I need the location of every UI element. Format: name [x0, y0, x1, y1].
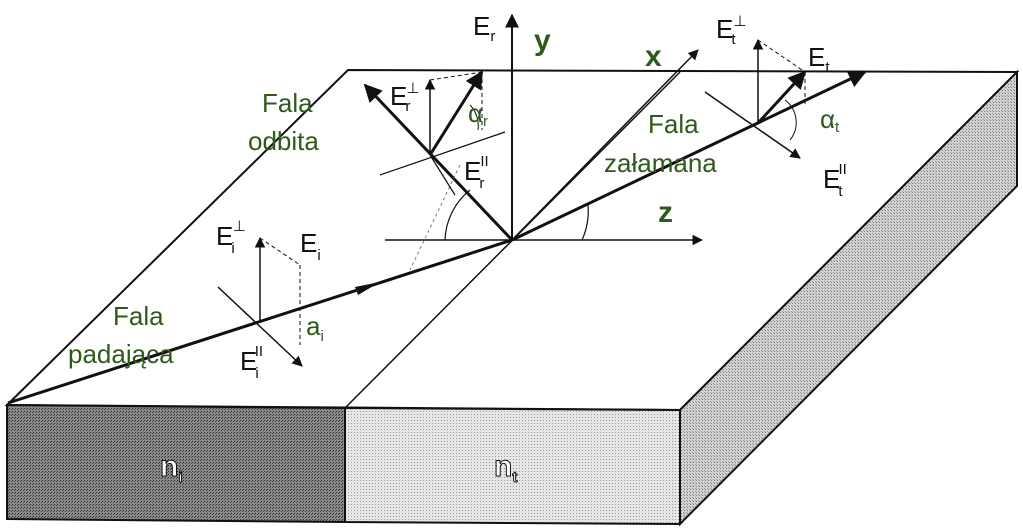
label-fala-zalamana-1: Fala: [648, 109, 699, 139]
axis-label-x: x: [645, 40, 662, 73]
alpha-t-arc: [784, 99, 797, 141]
label-n-t: nt: [494, 450, 517, 486]
label-E-r-perp: Er⊥: [390, 80, 419, 115]
reflected-plane-line: [379, 131, 506, 176]
label-E-i-par: EiII: [240, 343, 263, 382]
label-E-i-perp: Ei⊥: [216, 218, 246, 257]
alpha-r-arc: [469, 104, 479, 131]
label-fala-zalamana-2: załamana: [604, 148, 717, 178]
label-alpha-r: αr: [468, 98, 488, 130]
angle-arc-incident: [444, 189, 471, 241]
label-E-i: Ei: [300, 228, 321, 264]
label-a-i: ai: [306, 311, 324, 345]
axis-label-y: y: [534, 24, 551, 57]
medium-t-front-face: [344, 406, 681, 526]
label-alpha-t: αt: [820, 104, 840, 136]
reflected-ray: [363, 83, 514, 242]
E-r-dashed-top: [429, 71, 483, 81]
label-fala-padajaca-2: padająca: [68, 339, 174, 369]
label-E-t: Et: [808, 42, 830, 76]
E-r-par-vector: [429, 154, 456, 196]
E-t-par-vector: [704, 91, 801, 159]
E-t-vector: [756, 70, 807, 125]
label-E-r: Er: [473, 11, 495, 45]
label-fala-padajaca-1: Fala: [113, 301, 164, 331]
label-E-t-par: EtII: [823, 161, 847, 200]
label-fala-odbita-1: Fala: [262, 88, 313, 118]
axis-label-z: z: [658, 196, 673, 229]
label-E-t-perp: Et⊥: [716, 13, 747, 48]
E-t-dashed-top: [757, 39, 806, 73]
angle-arc-refracted: [581, 204, 589, 241]
E-r-vector: [428, 70, 484, 156]
slab-right-face: [679, 69, 1018, 527]
E-i-dashed-top: [259, 237, 301, 266]
label-E-r-par: ErII: [464, 153, 489, 192]
refracted-ray: [511, 70, 867, 242]
label-fala-odbita-2: odbita: [248, 126, 319, 156]
label-n-i: ni: [160, 450, 183, 486]
x-axis-line: [511, 49, 699, 241]
normal-projection-dashed: [409, 164, 461, 271]
E-i-par-vector: [217, 286, 303, 367]
incident-ray-arrow: [355, 282, 380, 295]
